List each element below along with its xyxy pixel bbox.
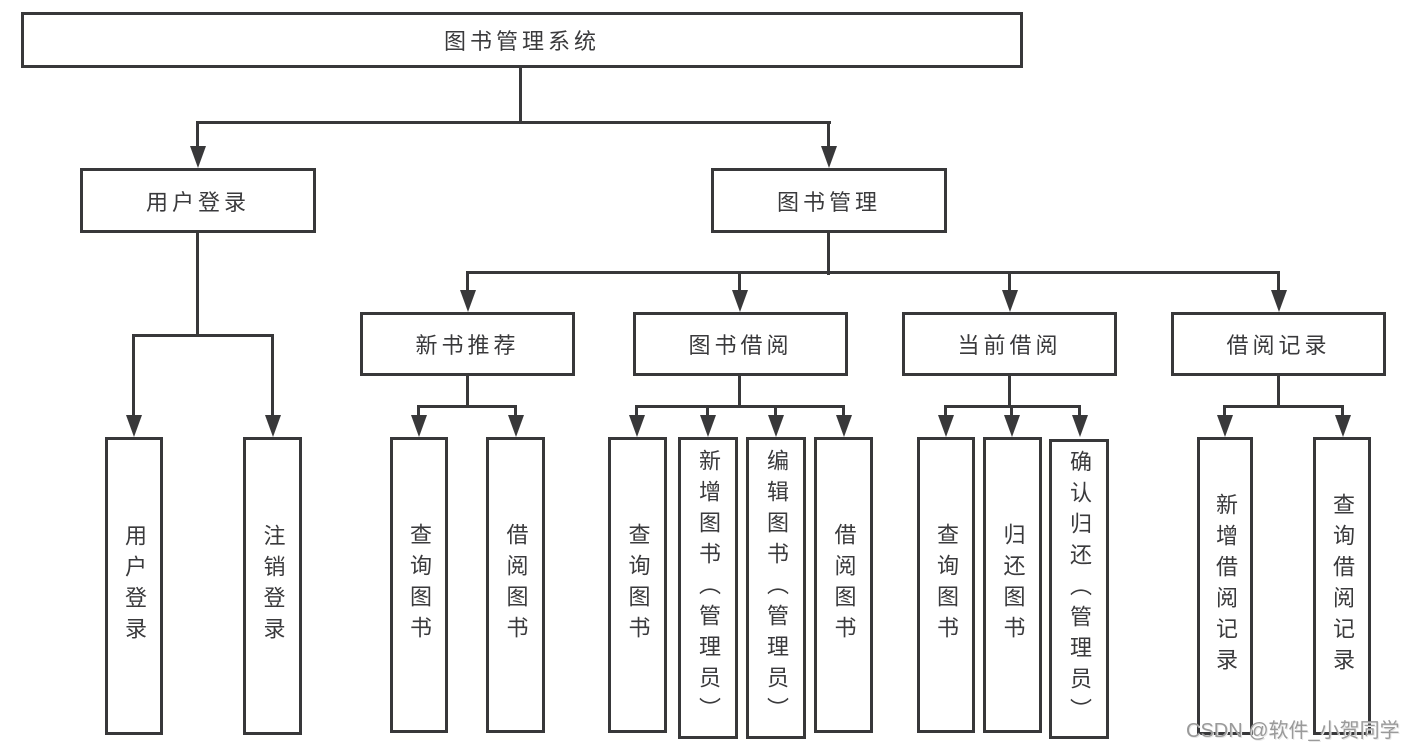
node-user-login-module-label: 用户登录	[145, 189, 250, 215]
connector-to-bb-query	[635, 405, 638, 419]
connector-bb-stem	[738, 376, 741, 408]
arrowhead-borrowrecords	[1271, 290, 1287, 312]
node-user-login-module: 用户登录	[80, 168, 316, 233]
node-bb-add-books: 新增图书（管理员）	[678, 437, 738, 739]
node-book-mgmt-module: 图书管理	[711, 168, 947, 233]
node-nbr-query-books-label: 查询图书	[407, 523, 432, 647]
node-bb-borrow-books: 借阅图书	[814, 437, 873, 733]
node-bb-add-books-label: 新增图书（管理员）	[696, 448, 721, 728]
node-cb-confirm-return: 确认归还（管理员）	[1049, 439, 1109, 739]
connector-to-nbr-borrow	[514, 405, 517, 419]
arrowhead-cb-query	[938, 415, 954, 437]
connector-to-bb-add	[706, 405, 709, 419]
node-nbr-borrow-books: 借阅图书	[486, 437, 545, 733]
connector-nbr-split	[417, 405, 517, 408]
arrowhead-br-query	[1335, 415, 1351, 437]
connector-to-br-query	[1341, 405, 1344, 419]
connector-to-bb-edit	[774, 405, 777, 419]
csdn-watermark: CSDN @软件_小贺同学	[1186, 720, 1400, 742]
connector-to-cb-return	[1010, 405, 1013, 419]
connector-to-login	[132, 334, 135, 419]
node-logout: 注销登录	[243, 437, 302, 735]
connector-to-cb-confirm	[1078, 405, 1081, 419]
node-root-label: 图书管理系统	[443, 29, 600, 54]
arrowhead-bookborrow	[732, 290, 748, 312]
node-bb-query-books: 查询图书	[608, 437, 667, 733]
connector-bookmgmt-split	[466, 271, 1280, 274]
connector-nbr-stem	[466, 376, 469, 408]
node-br-query-record: 查询借阅记录	[1313, 437, 1371, 735]
connector-to-cb-query	[944, 405, 947, 419]
connector-to-nbr-query	[417, 405, 420, 419]
arrowhead-book-mgmt	[821, 146, 837, 168]
connector-userlogin-stem	[196, 233, 199, 337]
connector-to-logout	[271, 334, 274, 419]
node-new-book-rec: 新书推荐	[360, 312, 575, 376]
node-login-label: 用户登录	[122, 524, 147, 648]
connector-br-stem	[1277, 376, 1280, 408]
node-current-borrow: 当前借阅	[902, 312, 1117, 376]
arrowhead-currentborrow	[1002, 290, 1018, 312]
connector-userlogin-split	[132, 334, 274, 337]
node-nbr-query-books: 查询图书	[390, 437, 448, 733]
connector-to-currentborrow	[1008, 271, 1011, 293]
node-cb-query-books-label: 查询图书	[934, 523, 959, 647]
node-bb-edit-books-label: 编辑图书（管理员）	[764, 448, 789, 728]
node-cb-return-books-label: 归还图书	[1000, 523, 1026, 647]
node-borrow-records: 借阅记录	[1171, 312, 1386, 376]
node-br-add-record: 新增借阅记录	[1197, 437, 1253, 735]
connector-bookmgmt-stem	[827, 233, 830, 275]
node-logout-label: 注销登录	[260, 524, 286, 648]
arrowhead-bb-add	[700, 415, 716, 437]
node-nbr-borrow-books-label: 借阅图书	[503, 523, 529, 647]
arrowhead-user-login	[190, 146, 206, 168]
node-br-query-record-label: 查询借阅记录	[1330, 493, 1355, 679]
connector-to-user-login	[196, 121, 199, 149]
arrowhead-logout	[265, 415, 281, 437]
node-borrow-records-label: 借阅记录	[1226, 333, 1331, 358]
arrowhead-cb-return	[1004, 415, 1020, 437]
connector-to-bb-borrow	[842, 405, 845, 419]
node-bb-query-books-label: 查询图书	[625, 523, 651, 647]
node-root: 图书管理系统	[21, 12, 1023, 68]
arrowhead-bb-query	[629, 415, 645, 437]
node-cb-return-books: 归还图书	[983, 437, 1042, 733]
node-bb-edit-books: 编辑图书（管理员）	[746, 437, 806, 739]
connector-to-borrowrecords	[1277, 271, 1280, 293]
arrowhead-newbookrec	[460, 290, 476, 312]
arrowhead-bb-borrow	[836, 415, 852, 437]
arrowhead-nbr-query	[411, 415, 427, 437]
node-login: 用户登录	[105, 437, 163, 735]
node-current-borrow-label: 当前借阅	[957, 333, 1062, 358]
node-bb-borrow-books-label: 借阅图书	[831, 523, 857, 647]
connector-bb-split	[635, 405, 845, 408]
node-br-add-record-label: 新增借阅记录	[1213, 493, 1238, 679]
connector-br-split	[1223, 405, 1344, 408]
arrowhead-bb-edit	[768, 415, 784, 437]
arrowhead-cb-confirm	[1072, 415, 1088, 437]
arrowhead-login	[126, 415, 142, 437]
connector-to-bookborrow	[738, 271, 741, 293]
node-book-borrow-label: 图书借阅	[688, 333, 793, 358]
node-book-mgmt-module-label: 图书管理	[776, 189, 881, 215]
connector-cb-stem	[1008, 376, 1011, 408]
connector-to-br-add	[1223, 405, 1226, 419]
connector-root-stem	[519, 68, 522, 123]
node-book-borrow: 图书借阅	[633, 312, 848, 376]
node-new-book-rec-label: 新书推荐	[415, 333, 520, 358]
node-cb-query-books: 查询图书	[917, 437, 975, 733]
connector-to-newbookrec	[466, 271, 469, 293]
arrowhead-nbr-borrow	[508, 415, 524, 437]
connector-root-split	[196, 121, 831, 124]
arrowhead-br-add	[1217, 415, 1233, 437]
node-cb-confirm-return-label: 确认归还（管理员）	[1067, 449, 1092, 729]
connector-to-book-mgmt	[827, 121, 830, 149]
